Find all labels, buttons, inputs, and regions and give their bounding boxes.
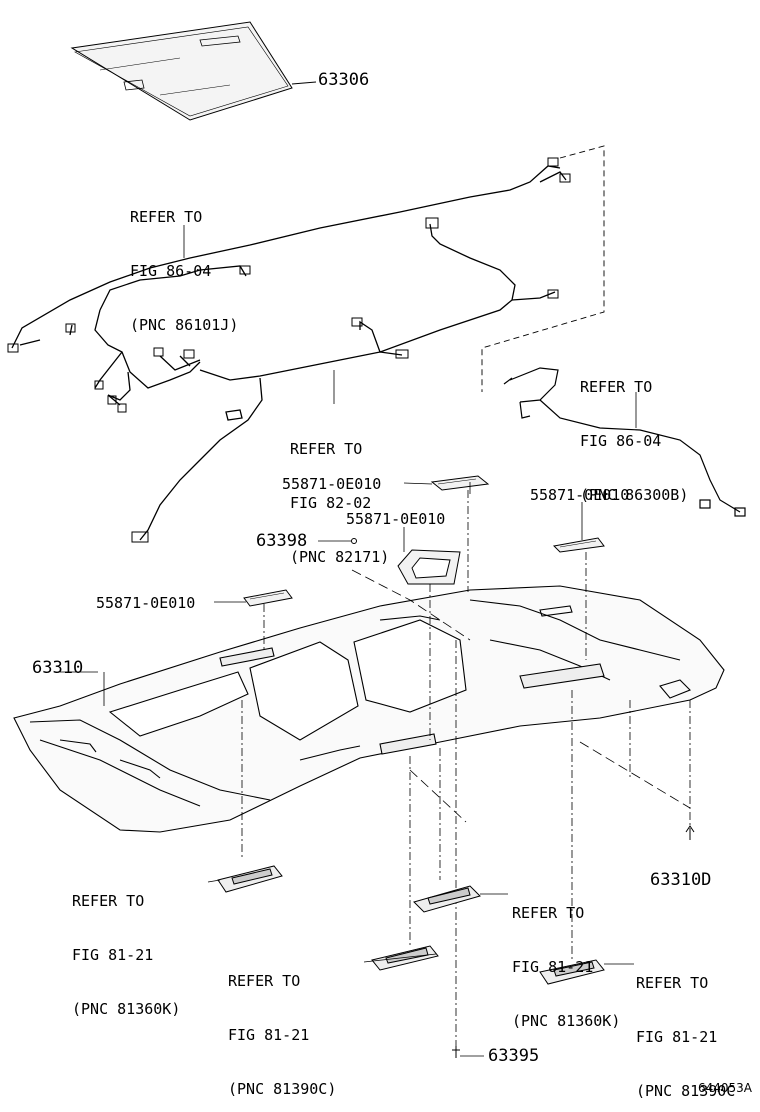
lamp-81390c-right (539, 959, 605, 985)
cover-panel-63306 (70, 21, 317, 121)
part-number-63310d: 63310D (650, 870, 712, 890)
ref-86300b-line3: (PNC 86300B) (580, 486, 689, 504)
retainer-clips (243, 475, 605, 607)
leader-lines-solid (60, 225, 637, 1057)
ref-81390c-right: REFER TO FIG 81-21 (PNC 81390C (636, 938, 735, 1112)
ref-81360k-right-line2: FIG 81-21 (512, 958, 594, 976)
part-number-55871-a: 55871-0E010 (282, 475, 382, 493)
leader-lines-long-dash (351, 569, 691, 823)
ref-82171-line1: REFER TO (290, 440, 363, 458)
lamp-81390c-left (371, 945, 439, 971)
ref-81360k-left-line2: FIG 81-21 (72, 946, 154, 964)
screw-63395 (452, 1046, 460, 1058)
ref-81390c-left-line3: (PNC 81390C) (228, 1080, 337, 1098)
ref-86101j-line1: REFER TO (130, 208, 203, 226)
lamp-81360k-right (413, 885, 481, 913)
part-number-55871-b: 55871-0E010 (530, 486, 630, 504)
ref-81390c-right-line2: FIG 81-21 (636, 1028, 718, 1046)
leader-lines-dashed (241, 490, 691, 1048)
part-number-63310: 63310 (32, 658, 84, 678)
ref-86101j-line2: FIG 86-04 (130, 262, 212, 280)
ref-82171-line3: (PNC 82171) (290, 548, 390, 566)
part-number-63395: 63395 (488, 1046, 540, 1066)
ref-81360k-right-line3: (PNC 81360K) (512, 1012, 621, 1030)
fastener-63310d (685, 825, 695, 840)
ref-81390c-left-line2: FIG 81-21 (228, 1026, 310, 1044)
part-number-63306: 63306 (318, 70, 370, 90)
ref-81390c-right-line3: (PNC 81390C (636, 1082, 736, 1100)
figure-code: 644053A (698, 1081, 753, 1095)
ref-86300b-line2: FIG 86-04 (580, 432, 662, 450)
ref-81360k-left: REFER TO FIG 81-21 (PNC 81360K) (72, 856, 180, 1036)
harness-connectors (7, 157, 571, 543)
ref-82171: REFER TO FIG 82-02 (PNC 82171) (290, 404, 389, 584)
lamp-81360k-left (217, 865, 283, 893)
part-number-55871-d: 55871-0E010 (96, 594, 196, 612)
ref-81360k-left-line3: (PNC 81360K) (72, 1000, 181, 1018)
ref-86300b: REFER TO FIG 86-04 (PNC 86300B) (580, 342, 688, 522)
part-number-55871-c: 55871-0E010 (346, 510, 446, 528)
ref-81390c-right-line1: REFER TO (636, 974, 709, 992)
clip-63398 (351, 538, 357, 544)
rear-harness-boundary (481, 145, 605, 392)
headliner-63310 (13, 585, 725, 833)
ref-86101j: REFER TO FIG 86-04 (PNC 86101J) (130, 172, 238, 352)
rear-wire-harness (503, 367, 746, 517)
ref-81390c-left-line1: REFER TO (228, 972, 301, 990)
part-number-63398: 63398 (256, 531, 308, 551)
ref-81360k-right-line1: REFER TO (512, 904, 585, 922)
ref-86101j-line3: (PNC 86101J) (130, 316, 239, 334)
ref-81360k-left-line1: REFER TO (72, 892, 145, 910)
ref-86300b-line1: REFER TO (580, 378, 653, 396)
ref-81390c-left: REFER TO FIG 81-21 (PNC 81390C) (228, 936, 336, 1112)
ref-82171-line2: FIG 82-02 (290, 494, 372, 512)
ref-81360k-right: REFER TO FIG 81-21 (PNC 81360K) (512, 868, 620, 1048)
